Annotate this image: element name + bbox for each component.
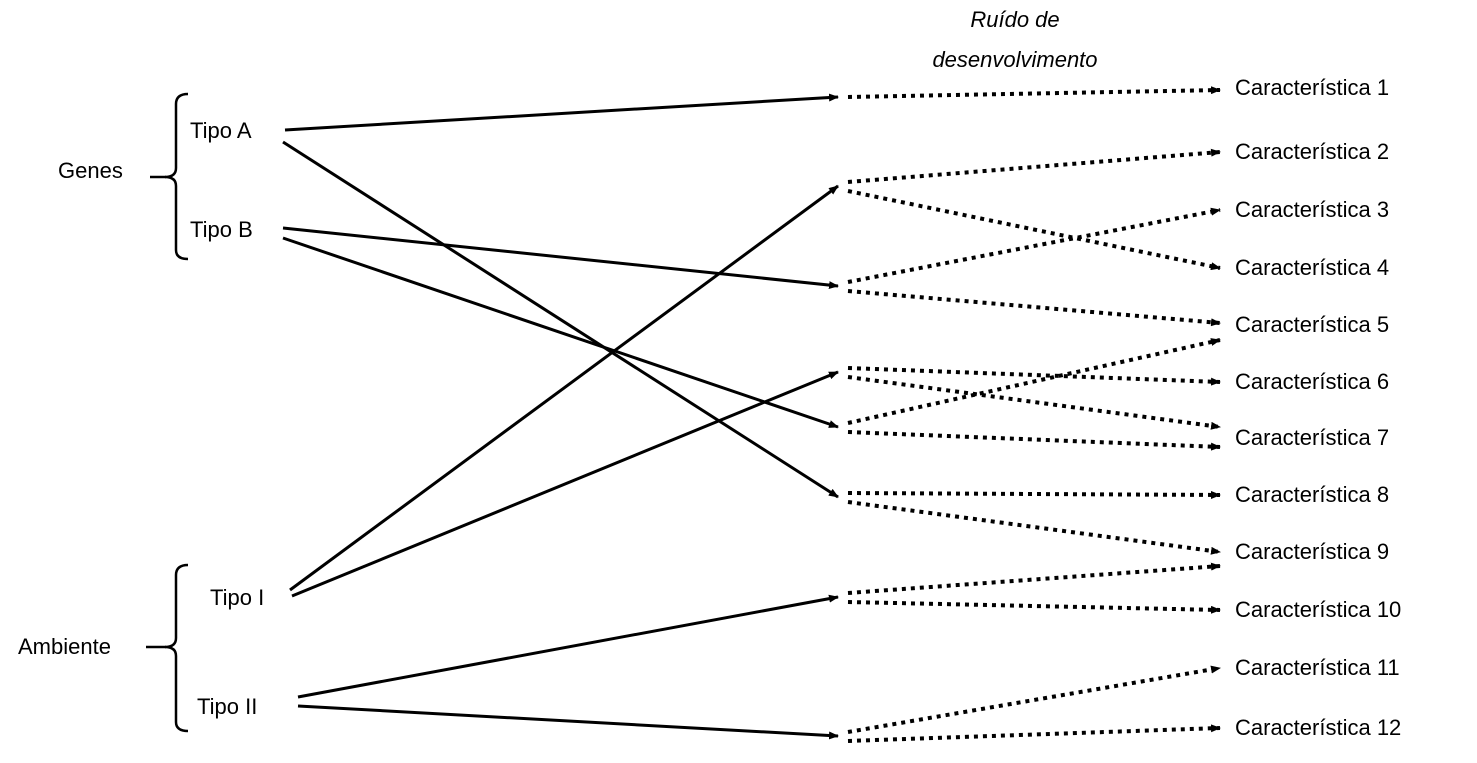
trait-label-9: Característica 9 xyxy=(1235,539,1390,564)
dotted-arrow-noise-2-to-trait-2 xyxy=(847,148,1221,184)
trait-label-12: Característica 12 xyxy=(1235,715,1402,740)
dotted-arrow-noise-8-to-trait-11 xyxy=(847,665,1221,734)
arrow-tipo-ii-to-noise-8 xyxy=(297,704,839,740)
dotted-arrow-noise-6-to-trait-8 xyxy=(847,490,1221,499)
trait-label-8: Característica 8 xyxy=(1235,482,1390,507)
noise-title-line2: desenvolvimento xyxy=(932,47,1098,72)
trait-label-7: Característica 7 xyxy=(1235,425,1390,450)
trait-label-3: Característica 3 xyxy=(1235,197,1390,222)
arrow-tipo-a-to-noise-6 xyxy=(282,140,839,499)
noise-title-line1: Ruído de xyxy=(970,7,1060,32)
trait-label-10: Característica 10 xyxy=(1235,597,1402,622)
dotted-arrow-noise-7-to-trait-9 xyxy=(847,562,1221,595)
arrow-tipo-ii-to-noise-7 xyxy=(297,594,839,699)
source-tipo-ii: Tipo II xyxy=(197,694,258,719)
group-label-genes: Genes xyxy=(58,158,123,183)
trait-label-2: Característica 2 xyxy=(1235,139,1390,164)
arrow-tipo-b-to-noise-3 xyxy=(282,226,839,290)
arrow-tipo-a-to-noise-1 xyxy=(284,93,839,132)
dotted-arrow-noise-2-to-trait-4 xyxy=(847,189,1221,271)
trait-label-6: Característica 6 xyxy=(1235,369,1390,394)
dotted-arrow-noise-7-to-trait-10 xyxy=(847,600,1221,614)
noise-title: Ruído de desenvolvimento xyxy=(885,0,1145,80)
dotted-arrow-noise-3-to-trait-3 xyxy=(847,207,1221,284)
arrow-tipo-i-to-noise-2 xyxy=(289,184,839,592)
dotted-arrow-noise-1-to-trait-1 xyxy=(847,86,1221,99)
trait-label-1: Característica 1 xyxy=(1235,75,1390,100)
arrow-tipo-i-to-noise-4 xyxy=(291,370,839,598)
source-tipo-a: Tipo A xyxy=(190,118,252,143)
trait-label-4: Característica 4 xyxy=(1235,255,1390,280)
source-tipo-i: Tipo I xyxy=(210,585,265,610)
dotted-arrow-noise-5-to-trait-5 xyxy=(847,338,1221,425)
dotted-arrow-noise-5-to-trait-7 xyxy=(847,430,1221,451)
dotted-arrow-noise-6-to-trait-9 xyxy=(847,500,1221,555)
dotted-arrow-noise-8-to-trait-12 xyxy=(847,724,1221,743)
dotted-arrow-noise-3-to-trait-5 xyxy=(847,289,1221,327)
trait-label-5: Característica 5 xyxy=(1235,312,1390,337)
trait-label-11: Característica 11 xyxy=(1235,655,1400,680)
dotted-arrow-noise-4-to-trait-7 xyxy=(847,375,1221,430)
genes-bracket xyxy=(164,92,189,261)
group-label-ambiente: Ambiente xyxy=(18,634,111,659)
source-tipo-b: Tipo B xyxy=(190,217,253,242)
arrow-tipo-b-to-noise-5 xyxy=(282,236,839,429)
ambiente-bracket xyxy=(164,563,189,733)
